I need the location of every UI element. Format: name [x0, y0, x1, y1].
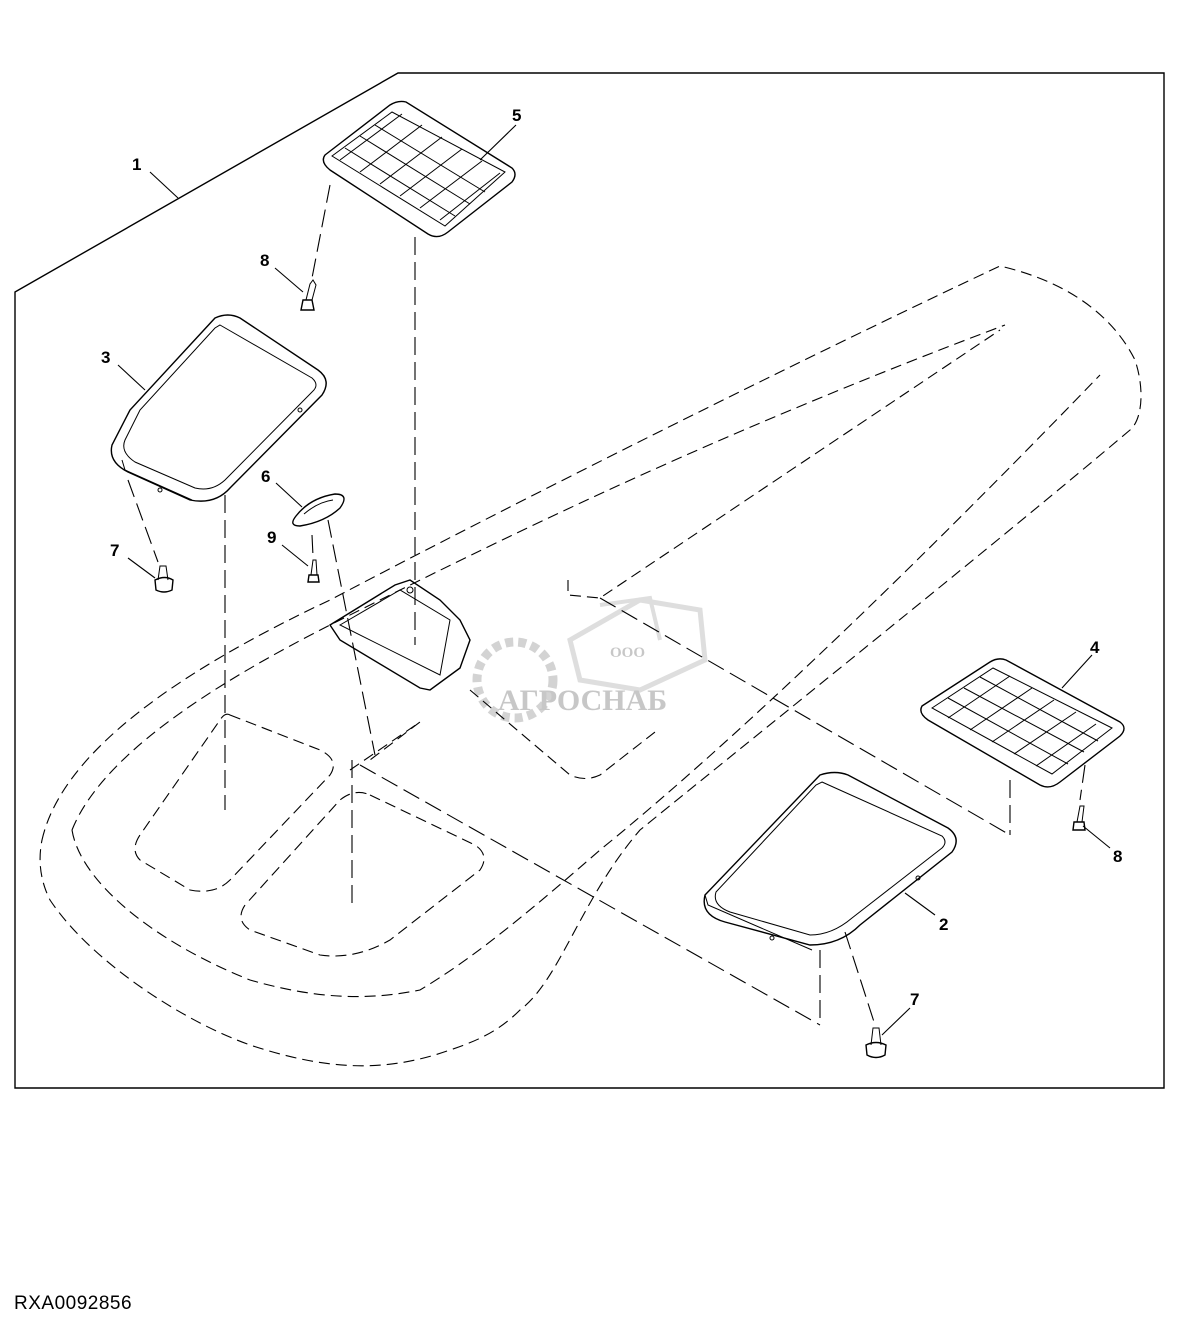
screw-8-right [1072, 805, 1086, 831]
watermark-logo: ООО АГРОСНАБ [472, 595, 708, 723]
callout-8-top: 8 [260, 251, 269, 270]
callout-labels: 1 2 3 4 5 6 7 7 8 8 9 [101, 106, 1122, 1009]
leader-lines [117, 124, 1111, 1036]
figure-id: RXA0092856 [14, 1293, 133, 1314]
window-frame-right [703, 771, 957, 951]
callout-4: 4 [1090, 638, 1100, 657]
grommet [292, 493, 345, 527]
callout-7-left: 7 [110, 541, 119, 560]
callout-9: 9 [267, 528, 276, 547]
screw-9 [307, 559, 320, 583]
callout-1: 1 [132, 155, 141, 174]
center-hatch [329, 579, 471, 691]
callout-7-right: 7 [910, 990, 919, 1009]
grille-right [920, 658, 1125, 788]
rivet-7-right [865, 1027, 887, 1059]
window-frame-left [110, 314, 327, 502]
callout-2: 2 [939, 915, 948, 934]
diagram-frame [14, 72, 1165, 1089]
assembly-lines [127, 184, 1086, 1026]
watermark-name: АГРОСНАБ [498, 684, 667, 717]
cab-roof [39, 265, 1142, 1067]
watermark-prefix: ООО [610, 645, 645, 661]
callout-8-right: 8 [1113, 847, 1122, 866]
rivet-7-left [154, 565, 174, 593]
callout-3: 3 [101, 348, 110, 367]
callout-5: 5 [512, 106, 521, 125]
grille-top [322, 100, 516, 238]
screw-8-top [300, 279, 317, 311]
callout-6: 6 [261, 467, 270, 486]
